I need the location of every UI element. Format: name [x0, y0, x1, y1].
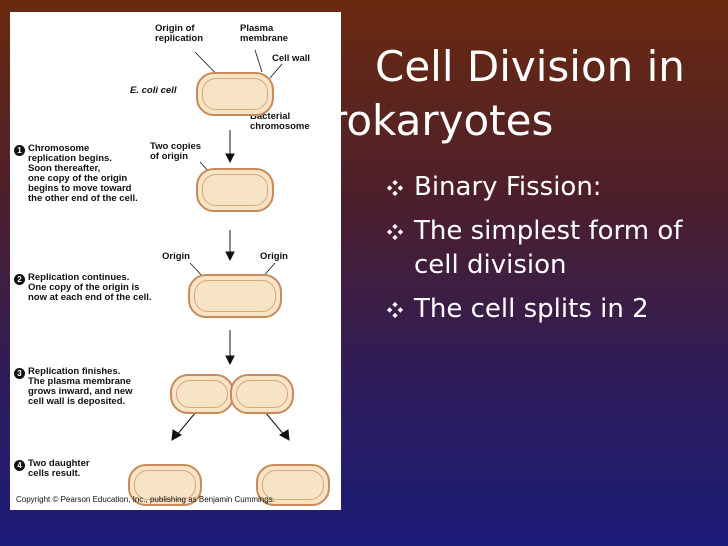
down-arrow-icon — [226, 356, 234, 364]
diamond-bullet-icon — [386, 301, 404, 319]
step-number-3: 3 — [14, 368, 25, 379]
bullet-item: Binary Fission: — [384, 170, 714, 204]
bullet-list: Binary Fission: The simplest form of cel… — [384, 170, 714, 336]
label-origin-of-replication: Origin of replication — [155, 24, 203, 44]
diamond-bullet-icon — [386, 223, 404, 241]
diamond-bullet-icon — [386, 179, 404, 197]
cell-step-1 — [196, 168, 274, 212]
bullet-text: The simplest form of cell division — [414, 216, 682, 280]
label-ecoli-cell: E. coli cell — [130, 86, 176, 96]
label-plasma-membrane: Plasma membrane — [240, 24, 288, 44]
bullet-item: The simplest form of cell division — [384, 214, 714, 282]
label-origin-left: Origin — [162, 252, 190, 262]
down-arrow-icon — [226, 154, 234, 162]
step-number-4: 4 — [14, 460, 25, 471]
copyright-text: Copyright © Pearson Education, Inc., pub… — [16, 495, 275, 504]
label-origin-right: Origin — [260, 252, 288, 262]
cell-step-3-right — [230, 374, 294, 414]
pointer-line — [270, 64, 282, 78]
step-number-1: 1 — [14, 145, 25, 156]
step-text-3: Replication finishes. The plasma membran… — [28, 367, 133, 407]
cell-step-2 — [188, 274, 282, 318]
step-text-4: Two daughter cells result. — [28, 459, 90, 479]
bullet-text: Binary Fission: — [414, 172, 602, 202]
down-arrow-icon — [226, 252, 234, 260]
label-cell-wall: Cell wall — [272, 54, 310, 64]
pointer-line — [255, 50, 262, 72]
step-text-2: Replication continues. One copy of the o… — [28, 273, 152, 303]
slide-title-line-1: Cell Division in — [330, 40, 710, 94]
cell-step-3-left — [170, 374, 234, 414]
step-number-2: 2 — [14, 274, 25, 285]
bullet-text: The cell splits in 2 — [414, 294, 649, 324]
step-text-1: Chromosome replication begins. Soon ther… — [28, 144, 138, 204]
binary-fission-figure: Origin of replication Plasma membrane Ce… — [10, 12, 341, 510]
bullet-item: The cell splits in 2 — [384, 292, 714, 326]
slide-title-line-2: rokaryotes — [330, 94, 710, 148]
ecoli-cell — [196, 72, 274, 116]
slide-title: Cell Division in rokaryotes — [330, 40, 710, 148]
label-two-copies-of-origin: Two copies of origin — [150, 142, 201, 162]
